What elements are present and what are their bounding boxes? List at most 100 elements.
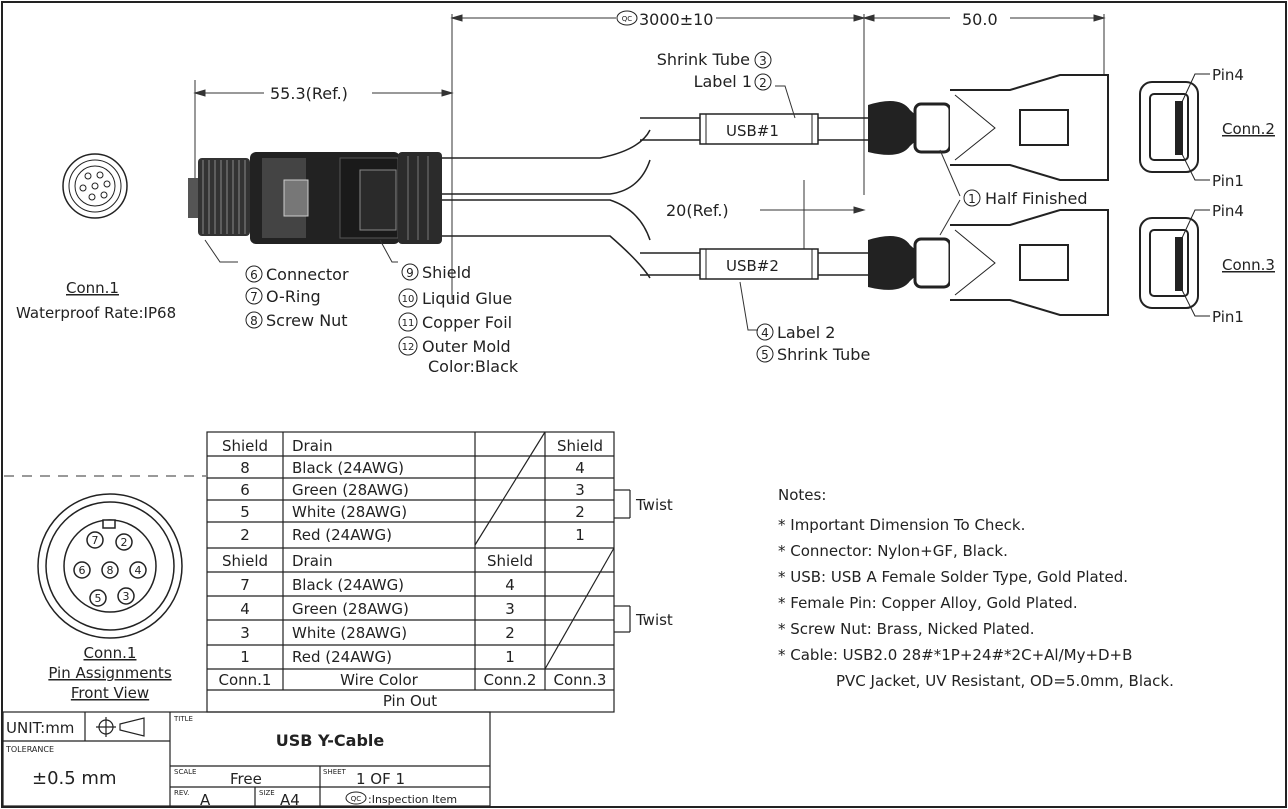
conn2-pin4: Pin4 bbox=[1212, 66, 1244, 84]
inspection-item: :Inspection Item bbox=[368, 793, 457, 806]
g2-header-drain: Drain bbox=[292, 552, 333, 570]
title-caption: TITLE bbox=[173, 715, 193, 723]
svg-text:5: 5 bbox=[761, 348, 769, 362]
table-cell: 2 bbox=[575, 503, 585, 521]
conn2-label: Conn.2 bbox=[1222, 120, 1275, 138]
table-cell: Green (28AWG) bbox=[292, 600, 409, 618]
rev-value: A bbox=[200, 791, 211, 809]
svg-text:4: 4 bbox=[761, 326, 769, 340]
cable-branches bbox=[441, 117, 872, 279]
pinout-table-grid bbox=[206, 431, 631, 713]
dimension-ref55 bbox=[193, 80, 454, 190]
conn3-end-view bbox=[1139, 217, 1199, 309]
usb-connector-2 bbox=[868, 209, 1109, 316]
sheet-caption: SHEET bbox=[323, 768, 347, 776]
svg-text:Shrink Tube: Shrink Tube bbox=[657, 50, 750, 69]
callout-4: 4 Label 2 bbox=[756, 323, 835, 342]
table-cell: Green (28AWG) bbox=[292, 481, 409, 499]
footer-wire-color: Wire Color bbox=[340, 671, 418, 689]
svg-text:Shrink Tube: Shrink Tube bbox=[777, 345, 870, 364]
dim-50: 50.0 bbox=[962, 10, 998, 29]
svg-text:4: 4 bbox=[135, 564, 142, 577]
table-cell: White (28AWG) bbox=[292, 624, 407, 642]
svg-text:6: 6 bbox=[250, 268, 258, 282]
svg-text:7: 7 bbox=[92, 534, 99, 547]
leader-lines bbox=[204, 85, 961, 331]
note-item: * Cable: USB2.0 28#*1P+24#*2C+Al/My+D+B bbox=[778, 646, 1132, 664]
g1-header-shield: Shield bbox=[222, 437, 268, 455]
footer-conn2: Conn.2 bbox=[484, 671, 537, 689]
svg-text:1: 1 bbox=[968, 192, 976, 206]
svg-text:8: 8 bbox=[250, 314, 258, 328]
size-caption: SIZE bbox=[259, 789, 275, 797]
callout-3: 3 Shrink Tube bbox=[657, 50, 772, 69]
usb1-label-sleeve bbox=[699, 113, 819, 145]
g1-header-shield2: Shield bbox=[557, 437, 603, 455]
g2-header-shield2: Shield bbox=[487, 552, 533, 570]
table-cell: 6 bbox=[240, 481, 250, 499]
table-cell: White (28AWG) bbox=[292, 503, 407, 521]
table-group-2: Shield Drain Shield 7 Black (24AWG) 4 4 … bbox=[222, 552, 533, 666]
title-block-grid bbox=[2, 711, 491, 807]
svg-text:Shield: Shield bbox=[422, 263, 471, 282]
svg-text:9: 9 bbox=[406, 266, 414, 280]
size-value: A4 bbox=[280, 791, 300, 809]
g1-header-drain: Drain bbox=[292, 437, 333, 455]
table-cell: 3 bbox=[575, 481, 585, 499]
svg-text:10: 10 bbox=[402, 294, 415, 305]
notes-block: Notes: * Important Dimension To Check. *… bbox=[778, 486, 1174, 690]
svg-text:8: 8 bbox=[107, 564, 114, 577]
tolerance-caption: TOLERANCE bbox=[5, 745, 54, 754]
svg-text:Liquid Glue: Liquid Glue bbox=[422, 289, 512, 308]
table-cell: 1 bbox=[575, 526, 585, 544]
callout-12: 12 Outer Mold Color:Black bbox=[398, 336, 519, 376]
svg-text:7: 7 bbox=[250, 290, 258, 304]
callout-10: 10 Liquid Glue bbox=[398, 288, 512, 308]
svg-text:Color:Black: Color:Black bbox=[428, 357, 519, 376]
table-cell: Red (24AWG) bbox=[292, 648, 392, 666]
svg-text:Copper Foil: Copper Foil bbox=[422, 313, 512, 332]
dimension-total bbox=[450, 14, 1106, 300]
dim-total: 3000±10 bbox=[639, 10, 713, 29]
front-view-label: Front View bbox=[71, 684, 149, 702]
note-item: * Important Dimension To Check. bbox=[778, 516, 1025, 534]
note-item: * Connector: Nylon+GF, Black. bbox=[778, 542, 1008, 560]
svg-text:Half Finished: Half Finished bbox=[985, 189, 1088, 208]
conn3-pin1: Pin1 bbox=[1212, 308, 1244, 326]
usb1-label: USB#1 bbox=[726, 122, 779, 140]
conn2-pin1: Pin1 bbox=[1212, 172, 1244, 190]
pin-numbers: 7 2 4 3 5 6 8 bbox=[79, 534, 142, 605]
table-cell: 4 bbox=[505, 576, 515, 594]
table-cell: 2 bbox=[240, 526, 250, 544]
callout-1: 1 Half Finished bbox=[963, 189, 1088, 208]
table-cell: 5 bbox=[240, 503, 250, 521]
pin-out-label: Pin Out bbox=[383, 692, 437, 710]
table-cell: 2 bbox=[505, 624, 515, 642]
footer-conn1: Conn.1 bbox=[219, 671, 272, 689]
table-footer: Conn.1 Wire Color Conn.2 Conn.3 Pin Out bbox=[219, 671, 607, 710]
svg-text:12: 12 bbox=[402, 342, 415, 353]
svg-text:QC: QC bbox=[622, 15, 633, 23]
table-cell: 4 bbox=[240, 600, 250, 618]
footer-conn3: Conn.3 bbox=[554, 671, 607, 689]
conn1-label: Conn.1 bbox=[66, 279, 119, 297]
conn3-pin4: Pin4 bbox=[1212, 202, 1244, 220]
third-angle-symbol bbox=[96, 717, 145, 737]
conn1-pa-label: Conn.1 bbox=[84, 644, 137, 662]
usb-connector-1 bbox=[868, 74, 1109, 181]
callout-11: 11 Copper Foil bbox=[398, 312, 512, 332]
table-cell: 1 bbox=[240, 648, 250, 666]
callout-5: 5 Shrink Tube bbox=[756, 345, 870, 364]
qc-inspection-symbol: QC bbox=[345, 791, 367, 805]
svg-text:11: 11 bbox=[402, 318, 415, 329]
callout-6: 6 Connector bbox=[245, 265, 349, 284]
table-group-1: Shield Drain Shield 8 Black (24AWG) 4 6 … bbox=[222, 437, 603, 544]
svg-text:Connector: Connector bbox=[266, 265, 349, 284]
table-cell: Red (24AWG) bbox=[292, 526, 392, 544]
svg-text:5: 5 bbox=[95, 592, 102, 605]
callout-9: 9 Shield bbox=[401, 263, 471, 282]
table-cell: 3 bbox=[240, 624, 250, 642]
sheet-value: 1 OF 1 bbox=[356, 770, 405, 788]
